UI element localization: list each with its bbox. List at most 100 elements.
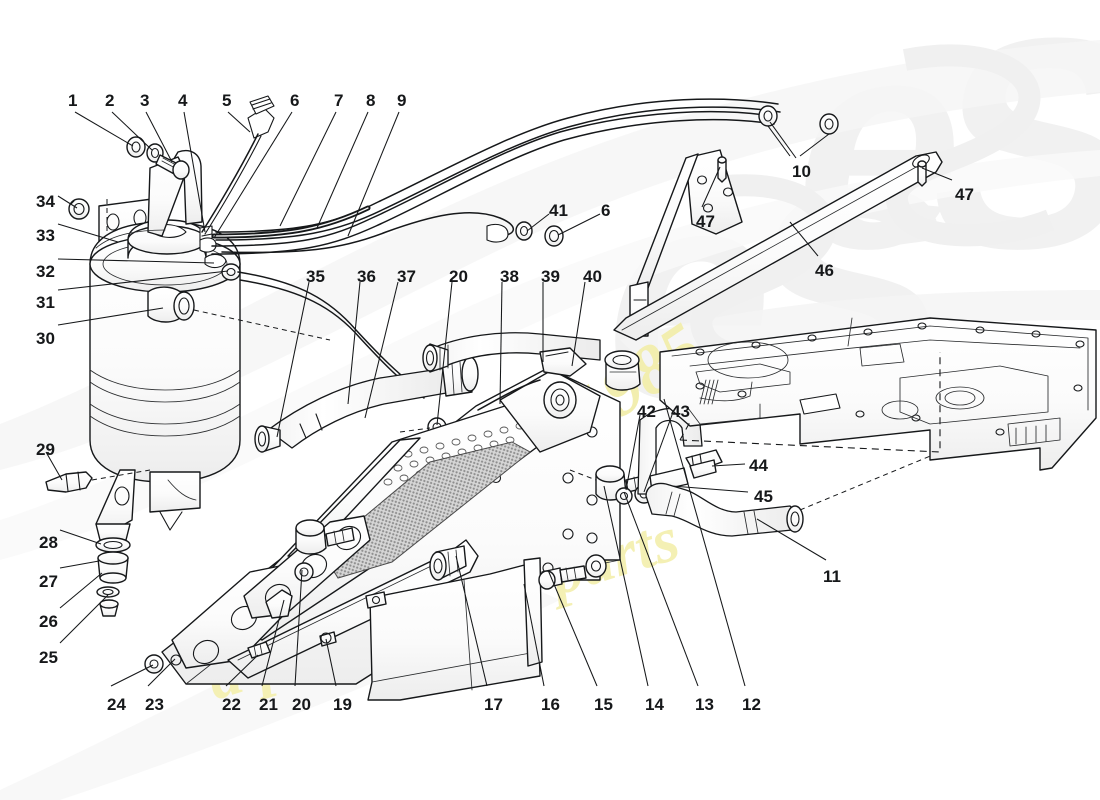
leader-line-10 (769, 121, 797, 159)
callout-label-4: 4 (178, 91, 188, 110)
callout-label-43: 43 (671, 402, 690, 421)
callout-label-13: 13 (695, 695, 714, 714)
leader-line-9 (347, 111, 400, 237)
leader-line-31 (57, 270, 229, 291)
callout-label-20: 20 (449, 267, 468, 286)
callout-label-32: 32 (36, 262, 55, 281)
leader-line-23 (147, 658, 176, 687)
leader-line-6 (557, 213, 601, 236)
callout-label-25: 25 (39, 648, 58, 667)
leader-line-13 (623, 491, 699, 687)
callout-label-6: 6 (601, 201, 611, 220)
oil-pipes-upper (211, 98, 839, 255)
callout-label-35: 35 (306, 267, 325, 286)
callout-label-31: 31 (36, 293, 55, 312)
leader-line-36 (347, 281, 361, 405)
callout-label-8: 8 (366, 91, 376, 110)
callout-label-22: 22 (222, 695, 241, 714)
leader-line-20 (436, 281, 453, 426)
callout-label-21: 21 (259, 695, 278, 714)
callout-label-42: 42 (637, 402, 656, 421)
leader-line-19 (325, 638, 337, 687)
leader-line-7 (279, 111, 337, 227)
leader-line-46 (789, 221, 819, 257)
callout-label-9: 9 (397, 91, 407, 110)
callout-label-14: 14 (645, 695, 664, 714)
callout-label-39: 39 (541, 267, 560, 286)
leader-line-25 (59, 594, 109, 644)
leader-line-15 (547, 569, 598, 687)
leader-line-20 (294, 569, 303, 687)
leader-line-32 (57, 258, 215, 264)
leader-line-21 (261, 599, 285, 687)
leader-line-3 (145, 111, 173, 163)
leader-line-17 (455, 555, 488, 687)
leader-line-47 (921, 167, 953, 181)
leader-line-30 (57, 307, 164, 326)
callout-label-40: 40 (583, 267, 602, 286)
leader-line-42 (625, 414, 641, 491)
leader-line-16 (523, 583, 545, 687)
leader-line-38 (499, 281, 503, 405)
callout-label-2: 2 (105, 91, 115, 110)
leader-line-28 (59, 529, 102, 545)
leader-line-45 (671, 485, 749, 493)
leader-line-35 (276, 281, 310, 438)
leader-line-33 (57, 223, 119, 243)
callout-label-5: 5 (222, 91, 232, 110)
leader-line-22 (225, 654, 259, 687)
callout-label-11: 11 (823, 567, 841, 586)
callout-label-47: 47 (696, 212, 715, 231)
callout-label-36: 36 (357, 267, 376, 286)
callout-label-30: 30 (36, 329, 55, 348)
callout-label-3: 3 (140, 91, 150, 110)
callout-label-41: 41 (549, 201, 568, 220)
callout-label-1: 1 (68, 91, 78, 110)
callout-label-23: 23 (145, 695, 164, 714)
leader-line-40 (571, 281, 586, 367)
leader-line-27 (59, 560, 100, 569)
callout-label-12: 12 (742, 695, 761, 714)
callout-label-33: 33 (36, 226, 55, 245)
leader-line-26 (59, 572, 103, 609)
return-hose-assembly (637, 407, 941, 537)
leader-line-14 (603, 485, 649, 687)
callout-label-34: 34 (36, 192, 55, 211)
oil-pan-assembly (604, 149, 1097, 471)
leader-line-12 (663, 398, 746, 687)
callout-label-46: 46 (815, 261, 834, 280)
callout-label-17: 17 (484, 695, 503, 714)
oil-cooler-assembly (144, 347, 669, 701)
leader-line-11 (756, 518, 827, 561)
callout-label-19: 19 (333, 695, 352, 714)
leader-line-6 (213, 111, 293, 239)
callout-label-10: 10 (792, 162, 811, 181)
leader-line-5 (227, 111, 251, 133)
callout-label-44: 44 (749, 456, 768, 475)
callout-label-26: 26 (39, 612, 58, 631)
callout-label-24: 24 (107, 695, 126, 714)
callout-label-7: 7 (334, 91, 344, 110)
leader-line-4 (183, 111, 206, 233)
leader-line-43 (643, 414, 673, 493)
leader-line-29 (45, 451, 63, 481)
callout-leader-lines (45, 111, 953, 687)
leader-line-1 (74, 111, 134, 147)
leader-line-37 (364, 281, 399, 419)
leader-line-24 (110, 664, 154, 687)
callout-label-16: 16 (541, 695, 560, 714)
callout-label-29: 29 (36, 440, 55, 459)
leader-line-47 (701, 166, 721, 208)
callout-label-6: 6 (290, 91, 300, 110)
callout-label-27: 27 (39, 572, 58, 591)
leader-line-2 (111, 111, 153, 151)
leader-line-34 (57, 195, 78, 209)
callout-label-38: 38 (500, 267, 519, 286)
callout-label-28: 28 (39, 533, 58, 552)
callout-label-47: 47 (955, 185, 974, 204)
leader-line-44 (711, 463, 746, 467)
callout-label-37: 37 (397, 267, 416, 286)
leader-line-41 (526, 213, 550, 232)
